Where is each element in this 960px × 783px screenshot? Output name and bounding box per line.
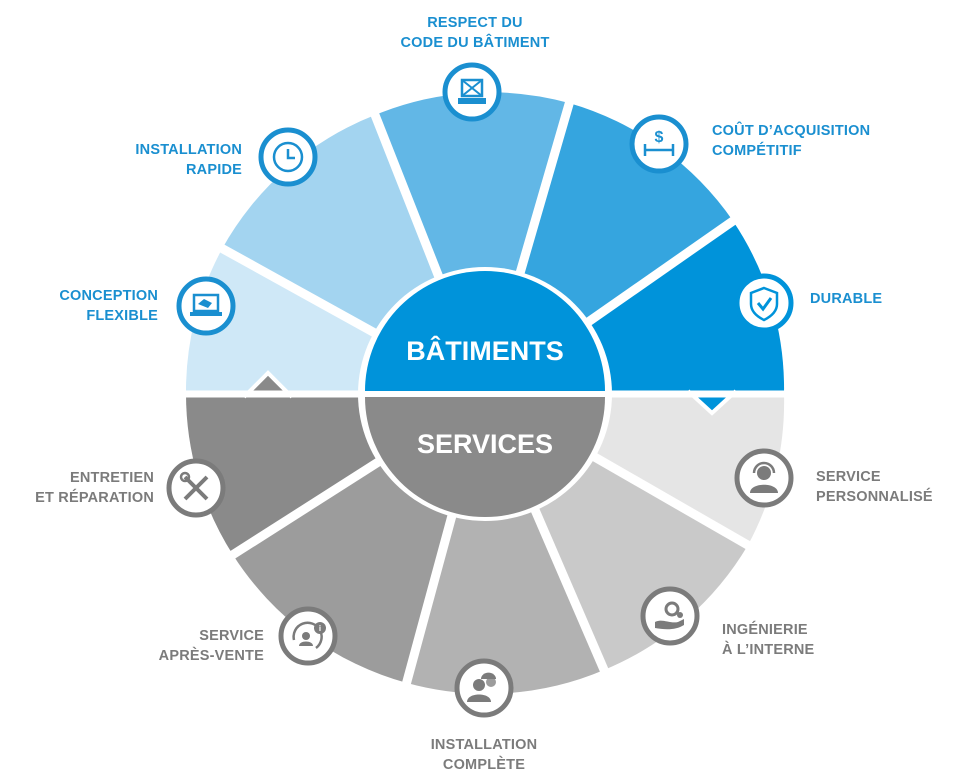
center-top (365, 271, 605, 391)
center-top-label: BÂTIMENTS (406, 335, 564, 366)
tools-icon (166, 458, 226, 518)
svg-text:$: $ (655, 129, 664, 146)
after-sales-icon: i (278, 606, 338, 666)
notch-top-left (244, 372, 292, 396)
notch-outline-left (242, 370, 294, 399)
center-bottom-label: SERVICES (417, 429, 553, 459)
cost-dollar-icon: $ (629, 114, 689, 174)
svg-text:i: i (319, 624, 321, 633)
wedge-installation-complete (407, 394, 604, 694)
building-code-icon (442, 62, 502, 122)
shield-check-icon (734, 273, 794, 333)
gears-hand-icon (640, 586, 700, 646)
headset-agent-icon (734, 448, 794, 508)
workers-icon (454, 658, 514, 718)
label-durable: DURABLE (810, 291, 883, 307)
wedge-code (375, 92, 569, 394)
notch-outline-right (686, 389, 738, 416)
clock-icon (258, 127, 318, 187)
center-bottom (365, 397, 605, 517)
laptop-design-icon (176, 276, 236, 336)
